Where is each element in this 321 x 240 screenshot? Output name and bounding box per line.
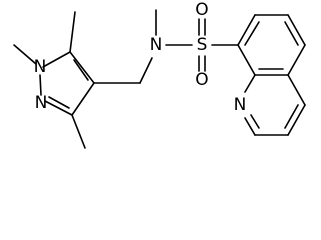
atom-n-pyrazole-1: N xyxy=(34,57,47,77)
bond-pyrazole-c3-n2-double xyxy=(48,96,70,109)
atom-o-bottom: O xyxy=(195,70,208,90)
bond-q-c6-c5-double xyxy=(284,21,299,46)
bond-pyrazole-c5-c4 xyxy=(69,51,95,84)
bond-ch2-n-sulfonamide xyxy=(139,57,153,84)
bond-pyrazole-n2-n1 xyxy=(39,74,42,96)
bond-q-c2-n1-double xyxy=(250,114,260,129)
bond-q-c4a-c4 xyxy=(287,74,306,106)
bond-c5-methyl xyxy=(69,11,76,53)
bond-q-c8-c7 xyxy=(237,14,256,46)
bonds xyxy=(13,9,306,149)
chemical-structure: N N N S O O N xyxy=(13,0,306,149)
bond-q-c8a-c8 xyxy=(237,44,256,76)
bond-q-c4-c3 xyxy=(287,104,306,136)
atom-n-pyrazole-2: N xyxy=(35,93,48,113)
bond-pyrazole-c3-n2 xyxy=(44,100,73,116)
bond-n1-methyl xyxy=(13,44,37,65)
atom-n-quinoline: N xyxy=(234,95,247,115)
atom-labels: N N N S O O N xyxy=(34,0,247,115)
bond-q-c6-c5 xyxy=(287,14,306,46)
bond-c3-methyl xyxy=(71,114,86,149)
bond-q-n1-c8a xyxy=(244,74,256,93)
atom-o-top: O xyxy=(195,0,208,20)
bond-q-c8-c7-double xyxy=(244,21,260,46)
bond-pyrazole-c5-c4-double xyxy=(73,59,89,81)
atom-s: S xyxy=(197,35,208,55)
bond-q-c4-c3-double xyxy=(284,104,299,129)
bond-q-c5-c4a xyxy=(287,44,306,76)
bond-pyrazole-n1-c5 xyxy=(42,51,71,68)
atom-n-sulfonamide: N xyxy=(150,35,163,55)
bond-pyrazole-c4-c3 xyxy=(71,82,95,116)
bond-q-c2-n1 xyxy=(244,117,256,136)
